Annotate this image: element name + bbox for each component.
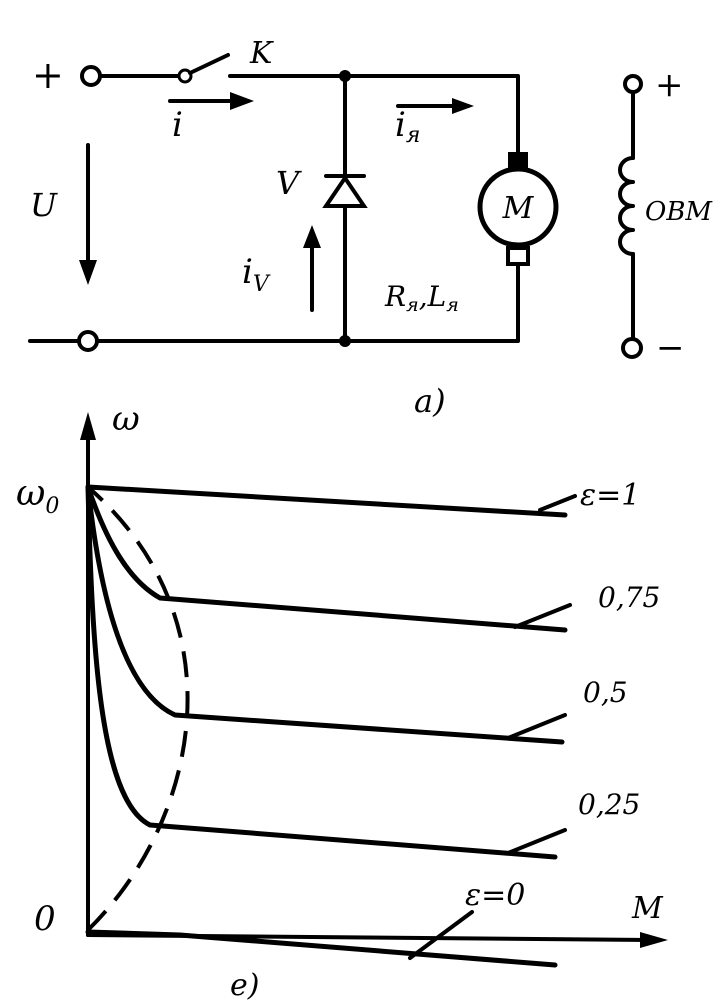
armature-params-label: Rя,Lя (384, 280, 459, 316)
wire-bottom (95, 260, 520, 343)
curve-eps-025-pointer (506, 828, 567, 855)
curve-eps-075 (85, 484, 568, 633)
diode-current-label: iV (242, 252, 271, 297)
motor-label: M (502, 191, 535, 226)
graph-caption: е) (230, 968, 259, 1003)
boundary-dashed-curve (86, 485, 190, 932)
curve-eps-1-label: ε=1 (580, 478, 640, 513)
curve-eps-025 (85, 484, 558, 860)
motor-brush-bottom (506, 246, 530, 266)
curve-eps-075-label: 0,75 (598, 581, 660, 614)
y-axis-arrowhead (80, 412, 96, 440)
current-arrowhead-i (230, 92, 254, 110)
current-i-label: i (172, 105, 183, 145)
voltage-label: U (30, 186, 58, 224)
curve-eps-0-pointer (408, 910, 474, 960)
motor-symbol (477, 166, 559, 248)
circuit-diagram: M ОВМ + − + K i iя U V iV Rя,Lя (28, 36, 713, 420)
wire-top-right (228, 74, 520, 157)
field-winding-label: ОВМ (645, 197, 713, 227)
switch-blade (188, 53, 230, 75)
switch-label: K (249, 36, 274, 71)
x-axis-label: M (631, 891, 664, 926)
circuit-caption: а) (414, 382, 446, 420)
voltage-arrowhead (79, 260, 97, 285)
curve-eps-05-label: 0,5 (583, 676, 628, 709)
curve-eps-0-label: ε=0 (465, 878, 525, 913)
y-axis-label: ω (112, 399, 140, 439)
minus-right-label: − (656, 328, 685, 368)
current-armature-label: iя (395, 105, 420, 148)
terminal-minus-left (77, 330, 99, 352)
curve-eps-025-label: 0,25 (578, 788, 640, 821)
x-axis-arrowhead (640, 932, 668, 948)
curve-eps-1 (85, 484, 568, 518)
diode-triangle (322, 174, 368, 208)
curve-eps-05 (85, 484, 565, 745)
curve-eps-075-pointer (513, 603, 572, 629)
omega0-label: ω0 (16, 473, 59, 519)
terminal-minus-right (621, 337, 643, 359)
current-arrowhead-armature (452, 98, 474, 114)
field-winding-coil (618, 156, 635, 256)
plus-right-label: + (655, 65, 684, 105)
curve-eps-1-pointer (538, 494, 577, 512)
curve-eps-0 (85, 929, 558, 968)
characteristics-graph: ω M ω0 0 ε=1 0,75 0,5 0,25 ε=0 е) (16, 399, 668, 1003)
terminal-plus-right (623, 74, 643, 94)
motor-brush-top (508, 152, 528, 168)
diode-current-arrowhead (303, 225, 321, 248)
curve-eps-05-pointer (506, 713, 567, 740)
terminal-plus-left (80, 65, 102, 87)
plus-left-label: + (32, 53, 64, 97)
diode-label: V (276, 164, 302, 202)
origin-label: 0 (34, 899, 56, 939)
